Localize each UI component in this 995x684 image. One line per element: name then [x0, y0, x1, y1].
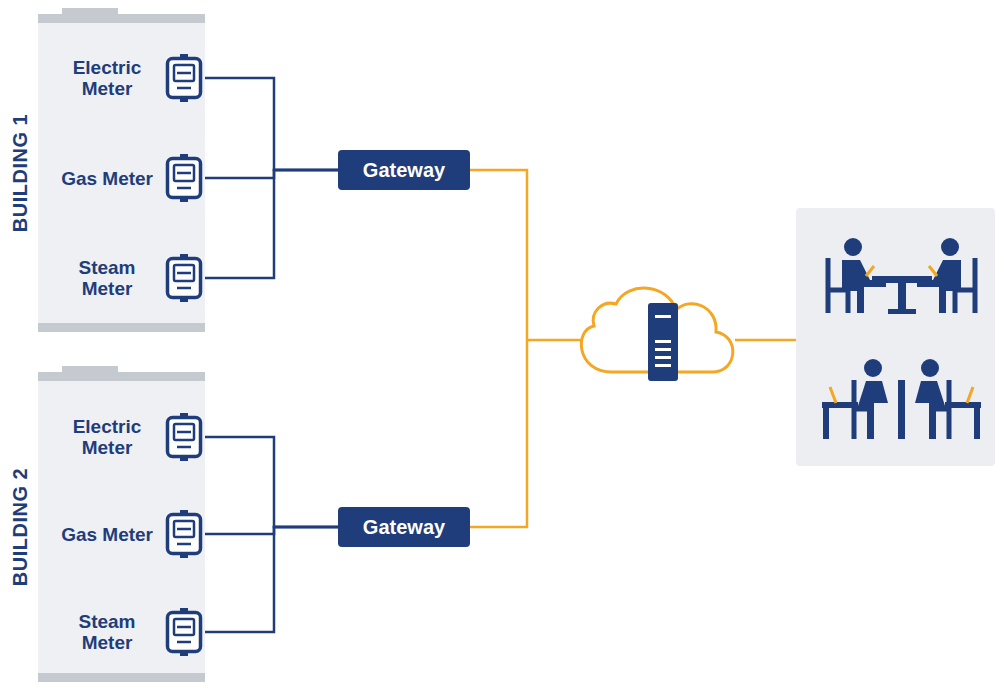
meter: Electric Meter: [58, 412, 203, 462]
meter-label: Electric Meter: [61, 57, 153, 99]
building-label: BUILDING 2: [9, 468, 32, 586]
roof-cap: [62, 366, 118, 372]
meter-icon: [165, 412, 203, 462]
roof-cap: [62, 8, 118, 14]
building-band: BUILDING 2Electric MeterGas MeterSteam M…: [38, 372, 205, 682]
meter: Gas Meter: [58, 509, 203, 559]
meter-icon: [165, 153, 203, 203]
meter-icon: [165, 509, 203, 559]
gateway-label: Gateway: [363, 516, 445, 539]
meter-wire: [203, 437, 338, 527]
meter-label: Steam Meter: [61, 611, 153, 653]
meter-wire: [203, 527, 338, 632]
meter: Gas Meter: [58, 153, 203, 203]
meter-label: Gas Meter: [61, 168, 153, 189]
meter-label: Electric Meter: [61, 416, 153, 458]
building-band: BUILDING 1Electric MeterGas MeterSteam M…: [38, 14, 205, 332]
meter: Steam Meter: [58, 607, 203, 657]
gateway-box: Gateway: [338, 507, 470, 547]
meter: Electric Meter: [58, 53, 203, 103]
office-panel: [796, 208, 995, 466]
meter: Steam Meter: [58, 253, 203, 303]
people-icon: [822, 238, 981, 439]
meter-icon: [165, 53, 203, 103]
meter-label: Gas Meter: [61, 524, 153, 545]
meter-label: Steam Meter: [61, 257, 153, 299]
cloud-link: [470, 170, 796, 527]
gateway-label: Gateway: [363, 159, 445, 182]
meter-wire: [203, 78, 338, 170]
server-icon: [648, 303, 678, 381]
meter-icon: [165, 253, 203, 303]
gateway-box: Gateway: [338, 150, 470, 190]
meter-icon: [165, 607, 203, 657]
building-label: BUILDING 1: [9, 114, 32, 232]
meter-wire: [203, 170, 338, 278]
